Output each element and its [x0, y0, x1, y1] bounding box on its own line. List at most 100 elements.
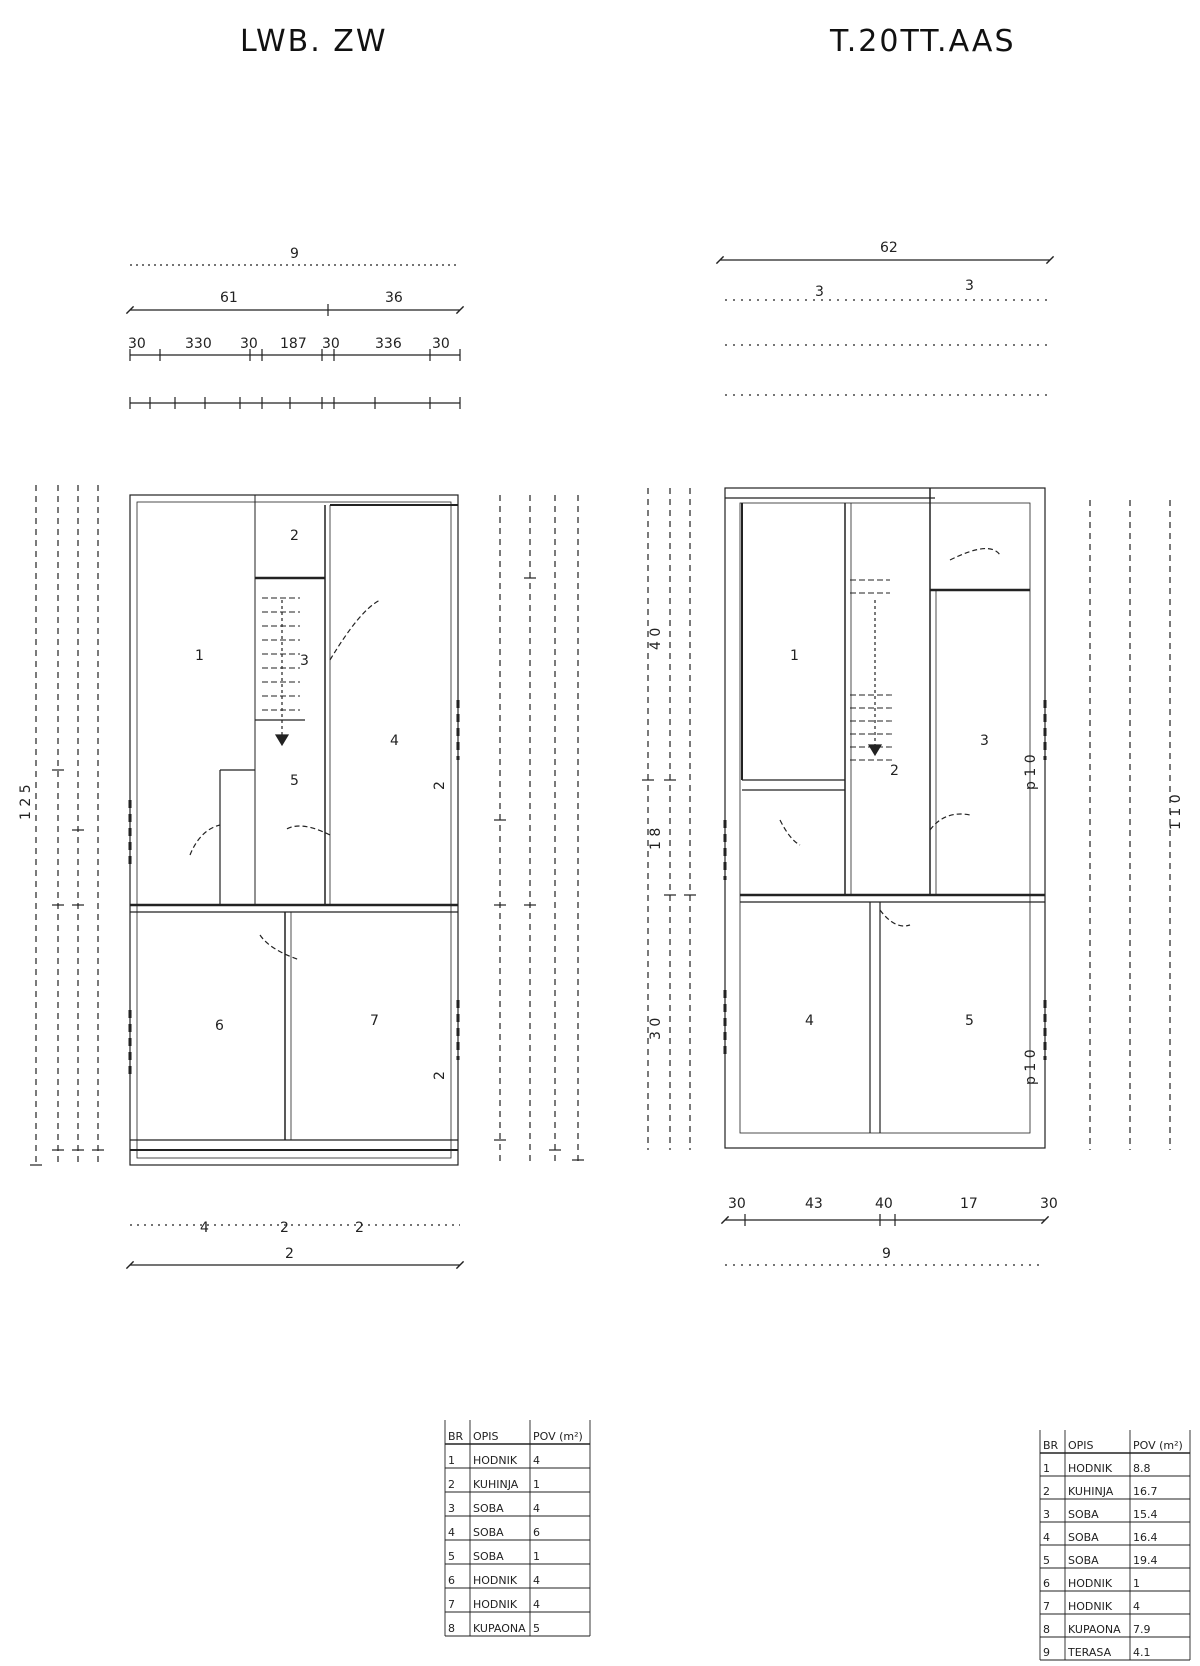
table-cell: 16.4 [1133, 1531, 1158, 1544]
table-cell: 8 [1043, 1623, 1050, 1636]
table-cell: 2 [448, 1478, 455, 1491]
left-top-total-label: 9 [290, 246, 299, 262]
left-plan-title: LWB. ZW [240, 24, 388, 59]
left-room-1: 1 [195, 648, 204, 664]
left-bottom-c: 2 [355, 1220, 364, 1236]
table-header-cell: BR [448, 1430, 464, 1443]
left-top-row2-f: 336 [375, 336, 402, 352]
left-door-swing-4 [189, 824, 221, 856]
table-cell: HODNIK [1068, 1462, 1113, 1475]
left-outer-wall-inner [136, 501, 452, 1159]
left-bottom-b: 2 [280, 1220, 289, 1236]
left-top-row1-b: 36 [385, 290, 403, 306]
left-top-row2-a: 30 [128, 336, 146, 352]
table-header-cell: BR [1043, 1439, 1059, 1452]
table-cell: 4 [1043, 1531, 1050, 1544]
table-cell: KUHINJA [473, 1478, 519, 1491]
left-door-swing-2 [284, 825, 331, 836]
table-cell: TERASA [1067, 1646, 1112, 1659]
right-room-2: 2 [890, 763, 899, 779]
table-cell: 5 [448, 1550, 455, 1563]
right-outer-wall-inner [739, 502, 1031, 1134]
table-cell: 3 [448, 1502, 455, 1515]
left-room-4: 4 [390, 733, 399, 749]
table-cell: HODNIK [473, 1598, 518, 1611]
table-cell: 6 [533, 1526, 540, 1539]
table-cell: KUPAONA [1068, 1623, 1121, 1636]
right-door-swing-4 [949, 548, 1001, 561]
table-cell: 4.1 [1133, 1646, 1151, 1659]
table-cell: HODNIK [1068, 1600, 1113, 1613]
left-vertical-ticks [30, 769, 104, 1166]
right-room-3: 3 [980, 733, 989, 749]
right-top-row1-a: 3 [815, 284, 824, 300]
table-cell: 1 [533, 1550, 540, 1563]
table-cell: HODNIK [473, 1574, 518, 1587]
table-cell: 9 [1043, 1646, 1050, 1659]
table-header-cell: OPIS [473, 1430, 499, 1443]
table-cell: SOBA [473, 1550, 504, 1563]
left-plan-text: 9 61 36 30 330 30 187 30 336 30 1 2 5 1 … [18, 246, 450, 1262]
table-cell: 2 [1043, 1485, 1050, 1498]
right-plan [642, 255, 1171, 1266]
left-room-2: 2 [290, 528, 299, 544]
table-cell: SOBA [1068, 1531, 1099, 1544]
right-bottom-b: 43 [805, 1196, 823, 1212]
table-cell: 1 [533, 1478, 540, 1491]
table-cell: 4 [1133, 1600, 1140, 1613]
left-top-row1-a: 61 [220, 290, 238, 306]
right-room-4: 4 [805, 1013, 814, 1029]
left-top-row2-g: 30 [432, 336, 450, 352]
table-cell: HODNIK [473, 1454, 518, 1467]
left-top-row2-b: 330 [185, 336, 212, 352]
right-bottom-total-label: 9 [882, 1246, 891, 1262]
table-cell: 7 [448, 1598, 455, 1611]
table-cell: 7 [1043, 1600, 1050, 1613]
right-door-swing-3 [779, 819, 801, 846]
table-cell: 1 [1043, 1462, 1050, 1475]
table-cell: 4 [448, 1526, 455, 1539]
right-stairs [850, 579, 895, 761]
table-cell: SOBA [1068, 1554, 1099, 1567]
right-left-dim-label-1: 4 0 [648, 628, 664, 650]
right-right-dim-label-2: p 1 0 [1023, 1049, 1039, 1085]
right-room-1: 1 [790, 648, 799, 664]
table-cell: 8.8 [1133, 1462, 1151, 1475]
right-room-5: 5 [965, 1013, 974, 1029]
right-left-dim-label-3: 3 0 [648, 1018, 664, 1040]
left-top-row2-ticks [129, 349, 461, 361]
left-bottom-total-label: 2 [285, 1246, 294, 1262]
right-top-row1-b: 3 [965, 278, 974, 294]
table-cell: HODNIK [1068, 1577, 1113, 1590]
table-cell: 6 [1043, 1577, 1050, 1590]
right-bottom-a: 30 [728, 1196, 746, 1212]
right-left-dim-label-2: 1 8 [648, 828, 664, 850]
right-stair-arrowhead [867, 744, 883, 757]
left-right-ticks [494, 577, 584, 1161]
right-plan-title: T.20TT.AAS [830, 24, 1016, 59]
right-outer-wall [724, 487, 1046, 1149]
left-room-5: 5 [290, 773, 299, 789]
table-cell: 4 [533, 1454, 540, 1467]
table-cell: 7.9 [1133, 1623, 1151, 1636]
right-left-ticks [642, 779, 696, 896]
table-cell: SOBA [1068, 1508, 1099, 1521]
table-cell: 4 [533, 1502, 540, 1515]
table-header-cell: POV (m²) [1133, 1439, 1183, 1452]
table-cell: SOBA [473, 1502, 504, 1515]
left-outer-wall [129, 494, 459, 1166]
left-top-row2-e: 30 [322, 336, 340, 352]
table-header-cell: OPIS [1068, 1439, 1094, 1452]
table-cell: 6 [448, 1574, 455, 1587]
table-cell: KUHINJA [1068, 1485, 1114, 1498]
right-plan-text: 62 3 3 4 0 1 8 3 0 1 2 3 4 5 p 1 0 p 1 0… [648, 240, 1184, 1262]
left-stairs [262, 597, 300, 711]
table-cell: KUPAONA [473, 1622, 526, 1635]
right-top-total-label: 62 [880, 240, 898, 256]
table-cell: 4 [533, 1598, 540, 1611]
table-cell: 15.4 [1133, 1508, 1158, 1521]
table-cell: 8 [448, 1622, 455, 1635]
